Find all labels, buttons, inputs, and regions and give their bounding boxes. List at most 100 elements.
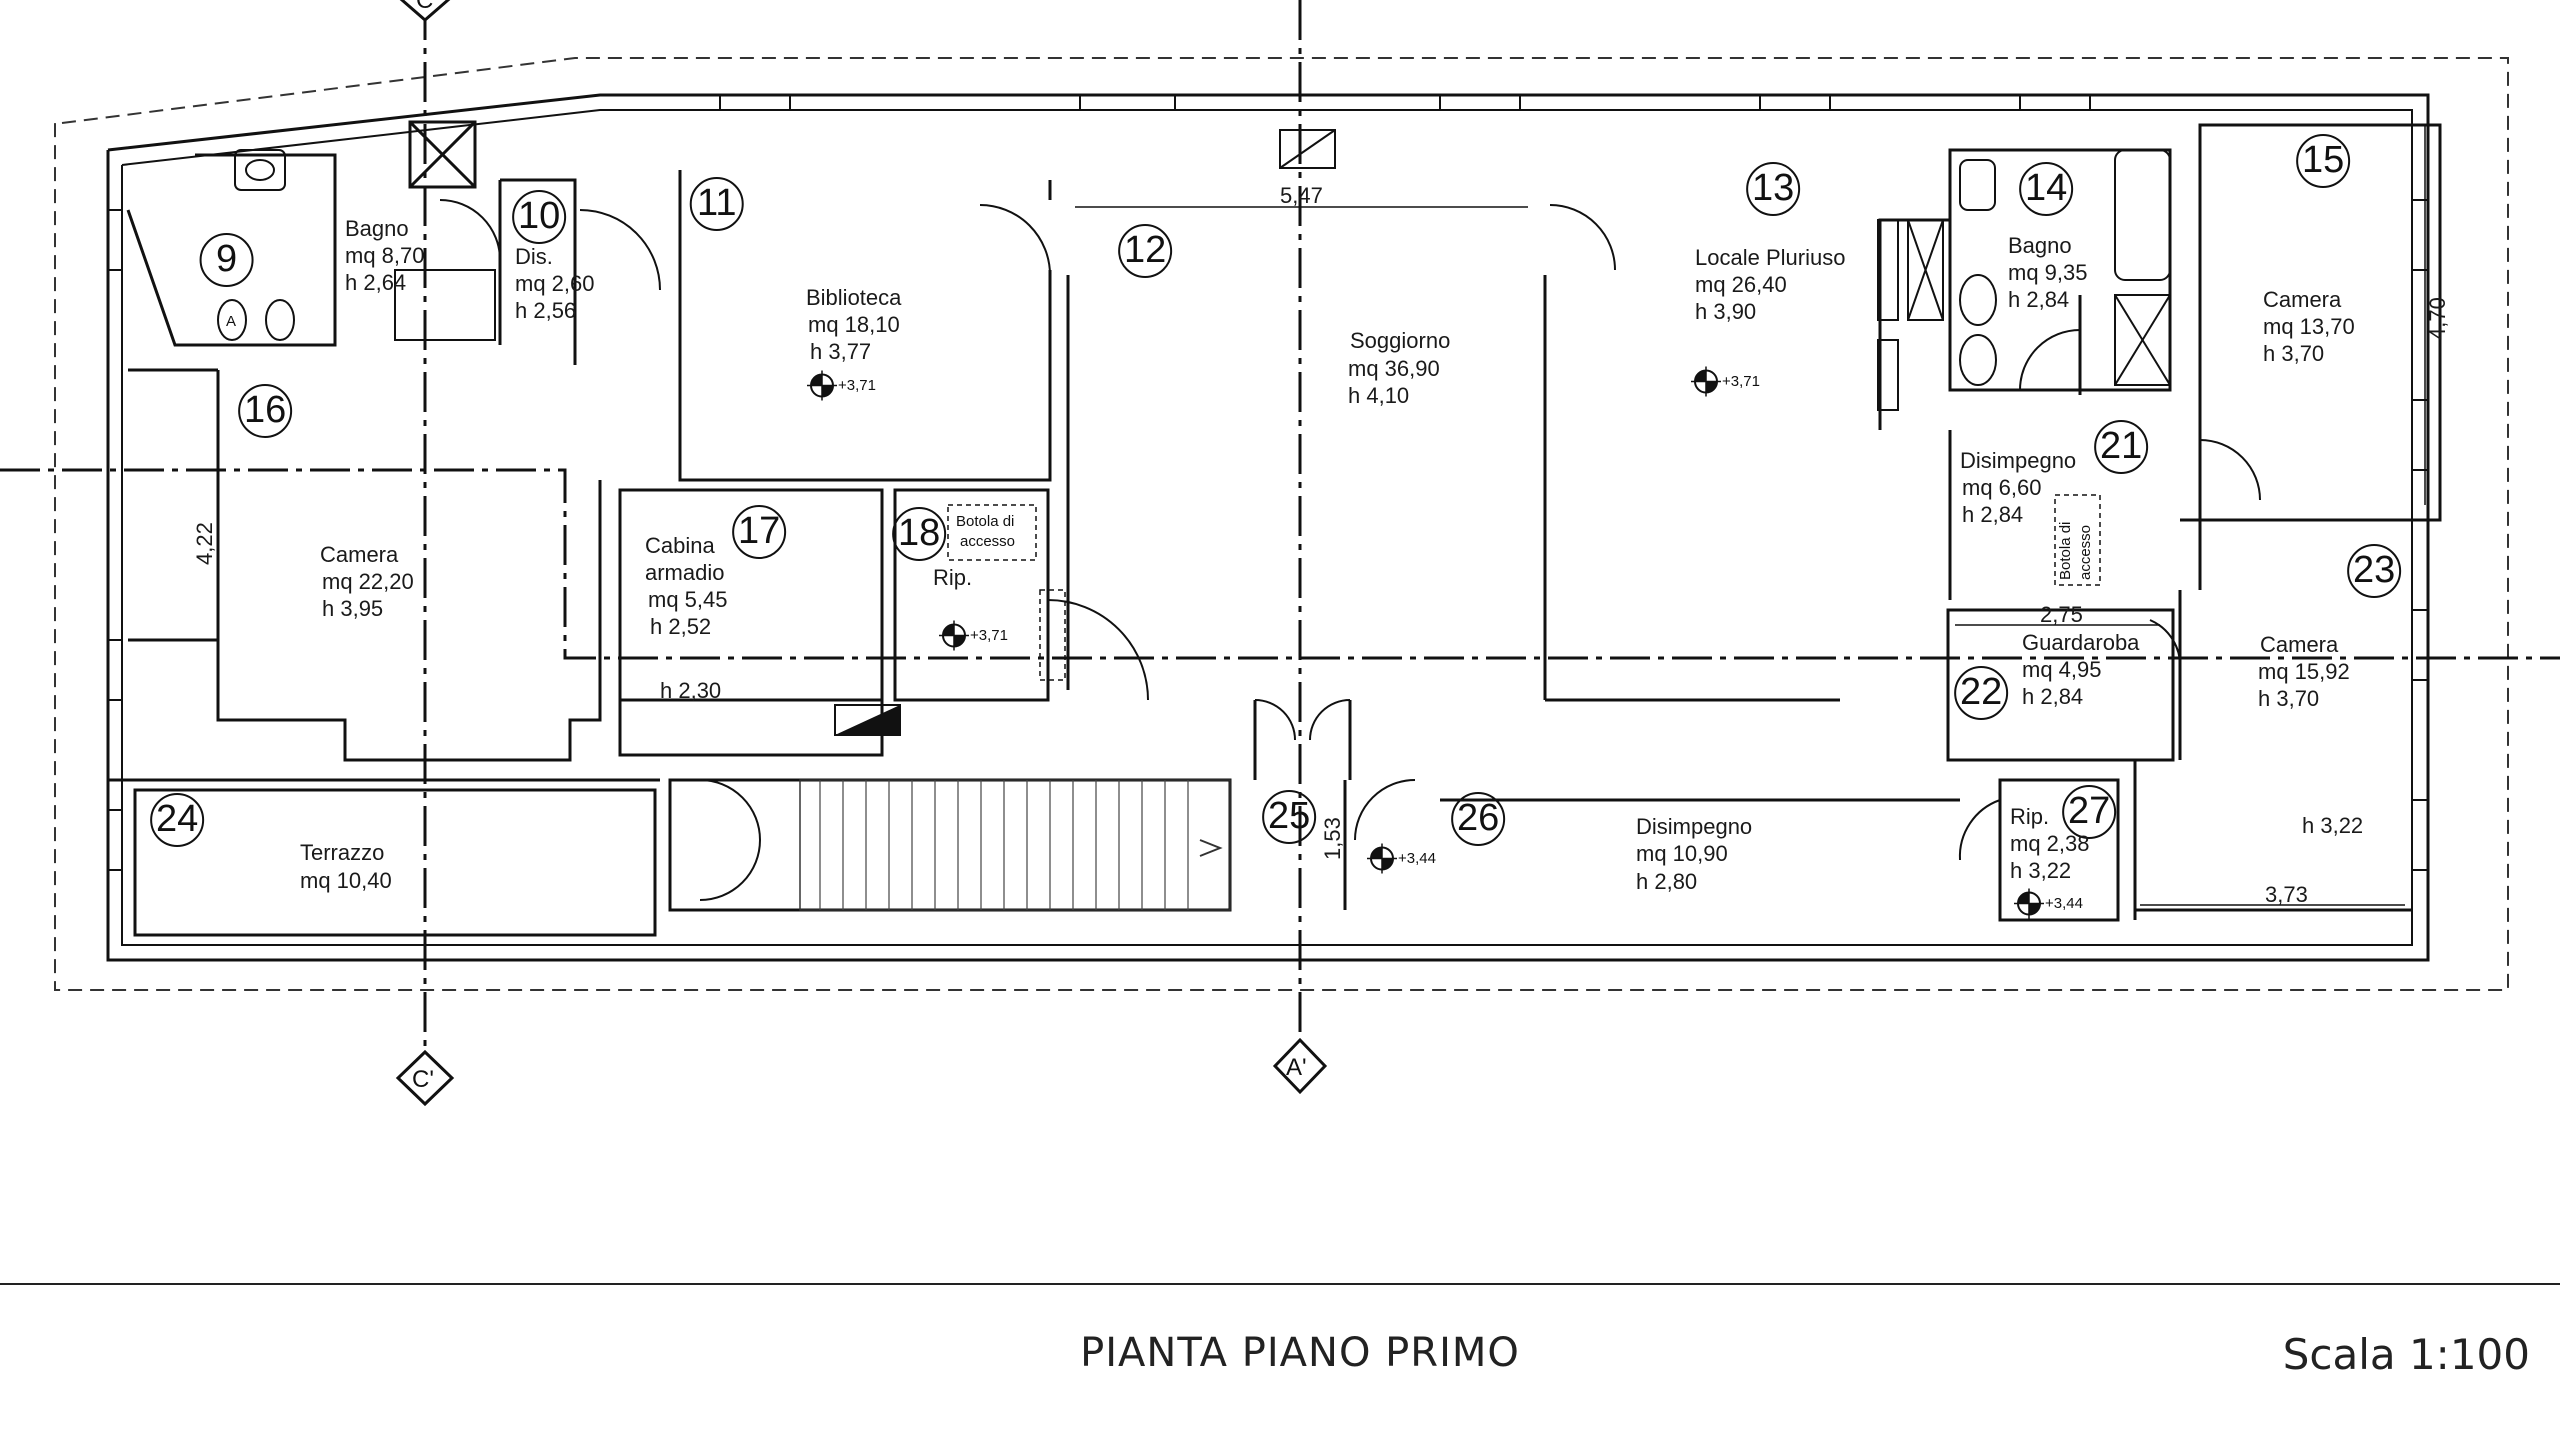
room-10-number: 10: [518, 195, 560, 237]
room-17-area: mq 5,45: [648, 587, 728, 612]
room-12-number: 12: [1124, 229, 1166, 271]
room-15-number: 15: [2302, 139, 2344, 181]
room-21-name: Disimpegno: [1960, 448, 2076, 473]
room-23-number: 23: [2353, 549, 2395, 591]
room-10-area: mq 2,60: [515, 271, 595, 296]
room-27-number: 27: [2068, 790, 2110, 832]
room-18-number: 18: [898, 512, 940, 554]
room-22-area: mq 4,95: [2022, 657, 2102, 682]
room-16-height: h 3,95: [322, 596, 383, 621]
dimension-4-22: 4,22: [192, 522, 217, 565]
stair-landing-marker: [835, 705, 900, 735]
room-16-area: mq 22,20: [322, 569, 414, 594]
room-number-circle: [150, 793, 205, 847]
room-24-number: 24: [156, 798, 198, 840]
room-13-level: +3,71: [1722, 373, 1760, 390]
hatch-box-32: [1039, 589, 1066, 681]
section-c-bottom-label: C': [412, 1066, 434, 1093]
drawing-scale: Scala 1:100: [2282, 1330, 2530, 1379]
room-number-circle: [892, 507, 947, 561]
section-marker-a-bottom: [1272, 1037, 1328, 1095]
room-24-name: Terrazzo: [300, 840, 384, 865]
room-number-circle: [1451, 792, 1506, 846]
room-27-area: mq 2,38: [2010, 831, 2090, 856]
staircase: [799, 779, 1231, 911]
wc-label: A: [226, 313, 236, 330]
room-12-area: mq 36,90: [1348, 356, 1440, 381]
eaves-outline: [54, 57, 2509, 991]
section-marker-c-bottom: [395, 1049, 455, 1107]
room-18-hatch-1: Botola di: [956, 513, 1014, 530]
room-26-name: Disimpegno: [1636, 814, 1752, 839]
room-17-height: h 2,52: [650, 614, 711, 639]
room-15-name: Camera: [2263, 287, 2342, 312]
room-number-circles: [150, 134, 2402, 847]
room-17-name-2: armadio: [645, 560, 724, 585]
room-21-hatch-1: Botola di: [2057, 522, 2074, 580]
room-number-circle: [2019, 162, 2074, 216]
room-25-level: +3,44: [1398, 850, 1436, 867]
dimension-2-75: 2,75: [2040, 602, 2083, 627]
stair-arrow: [1199, 839, 1223, 857]
room-17-number: 17: [738, 510, 780, 552]
stair-landing-box: [834, 704, 901, 736]
dimension-3-73: 3,73: [2265, 882, 2308, 907]
room-22-number: 22: [1960, 671, 2002, 713]
room-number-circle: [732, 505, 787, 559]
interior-walls: [108, 120, 2442, 937]
bathroom-fixtures: [217, 149, 2171, 411]
room-number-circle: [238, 384, 293, 438]
room-9-number: 9: [216, 238, 237, 280]
level-marker-icon: [1367, 843, 1397, 874]
dimension-5-47: 5,47: [1280, 183, 1323, 208]
title-block-rule: [0, 1283, 2560, 1285]
room-21-number: 21: [2100, 425, 2142, 467]
room-9-area: mq 8,70: [345, 243, 425, 268]
room-11-name: Biblioteca: [806, 285, 902, 310]
room-number-circle: [512, 190, 567, 244]
room-11-height: h 3,77: [810, 339, 871, 364]
level-marker-icon: [807, 370, 837, 401]
chimney-mark: [1279, 129, 1336, 169]
room-23-lower-height: h 3,22: [2302, 813, 2363, 838]
level-marker-icon: [2014, 888, 2044, 919]
level-marker-icon: [939, 620, 969, 651]
room-13-area: mq 26,40: [1695, 272, 1787, 297]
room-13-height: h 3,90: [1695, 299, 1756, 324]
room-14-area: mq 9,35: [2008, 260, 2088, 285]
room-14-name: Bagno: [2008, 233, 2072, 258]
room-11-number: 11: [697, 182, 736, 224]
room-23-area: mq 15,92: [2258, 659, 2350, 684]
room-number-circle: [2062, 785, 2117, 839]
drawing-title: PIANTA PIANO PRIMO: [1080, 1330, 1520, 1376]
room-27-level: +3,44: [2045, 895, 2083, 912]
dimension-1-53: 1,53: [1320, 817, 1345, 860]
level-markers: [807, 366, 2044, 919]
room-15-height: h 3,70: [2263, 341, 2324, 366]
window-recesses: [108, 94, 2429, 871]
room-number-circle: [1954, 666, 2009, 720]
room-17-name-1: Cabina: [645, 533, 715, 558]
room-22-height: h 2,84: [2022, 684, 2083, 709]
room-10-height: h 2,56: [515, 298, 576, 323]
door-swings: [439, 199, 2261, 901]
room-13-name: Locale Pluriuso: [1695, 245, 1845, 270]
room-17-lower-height: h 2,30: [660, 678, 721, 703]
room-16-number: 16: [244, 389, 286, 431]
room-21-area: mq 6,60: [1962, 475, 2042, 500]
room-number-circle: [1746, 162, 1801, 216]
room-number-circle: [2094, 420, 2149, 474]
stair-treads: [819, 780, 1189, 910]
section-lines: [0, 0, 2560, 1050]
room-23-height: h 3,70: [2258, 686, 2319, 711]
section-c-top-label: C: [416, 0, 433, 14]
room-14-number: 14: [2025, 167, 2067, 209]
room-22-name: Guardaroba: [2022, 630, 2140, 655]
room-27-height: h 3,22: [2010, 858, 2071, 883]
room-26-area: mq 10,90: [1636, 841, 1728, 866]
level-marker-icon: [1691, 366, 1721, 397]
dimension-4-70: 4,70: [2425, 297, 2450, 340]
room-21-height: h 2,84: [1962, 502, 2023, 527]
room-14-height: h 2,84: [2008, 287, 2069, 312]
